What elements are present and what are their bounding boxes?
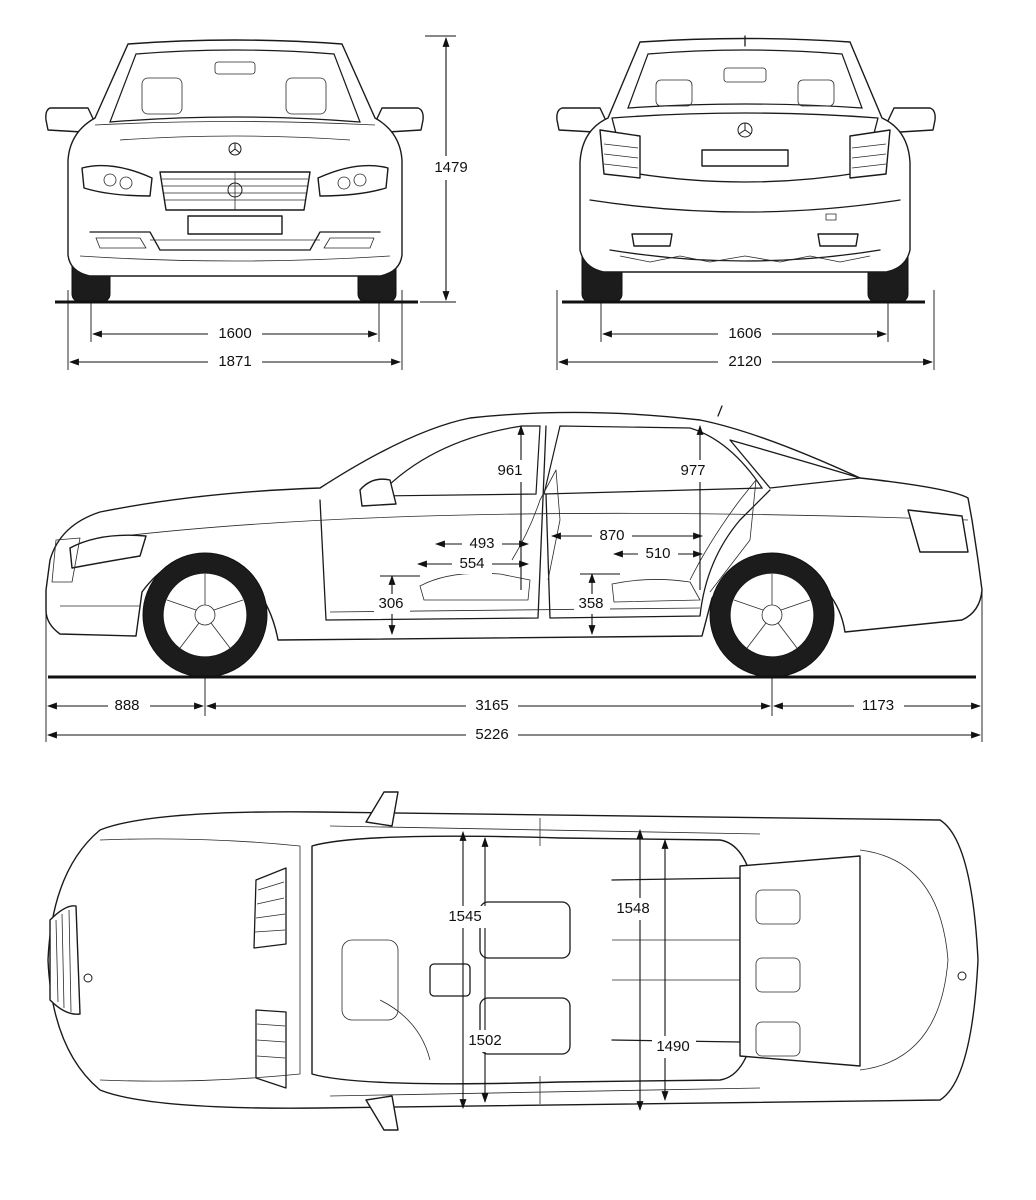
rear-seat-height-label: 358 xyxy=(578,595,603,612)
left-headlight xyxy=(81,164,153,197)
rear-shoulder-label: 1548 xyxy=(616,900,649,917)
rear-width-label: 2120 xyxy=(728,353,761,370)
side-view xyxy=(45,405,983,678)
front-seat-height-label: 306 xyxy=(378,595,403,612)
rear-headroom-label: 977 xyxy=(680,462,705,479)
top-grille xyxy=(49,905,81,1015)
side-front-rim xyxy=(162,572,248,658)
front-view xyxy=(45,39,424,303)
rear-mirror-right xyxy=(885,107,936,133)
side-taillight xyxy=(907,509,969,553)
front-shoulder-label: 1545 xyxy=(448,908,481,925)
front-legroom-label: 554 xyxy=(459,555,484,572)
wheelbase-label: 3165 xyxy=(475,697,508,714)
side-mirror xyxy=(359,478,397,507)
rear-seat-depth-label: 510 xyxy=(645,545,670,562)
front-plate xyxy=(187,215,283,235)
front-windshield xyxy=(109,49,361,123)
rear-overhang-label: 1173 xyxy=(862,697,894,714)
rear-view xyxy=(556,35,936,303)
side-headlight xyxy=(69,534,147,569)
front-seat-depth-label: 493 xyxy=(469,535,494,552)
exhaust-left xyxy=(631,233,673,247)
rear-window xyxy=(627,49,863,109)
front-track-label: 1600 xyxy=(218,325,251,342)
side-rear-rim xyxy=(729,572,815,658)
exhaust-right xyxy=(817,233,859,247)
top-mirror-right xyxy=(365,1095,399,1131)
rear-hip-label: 1490 xyxy=(656,1038,689,1055)
front-width-label: 1871 xyxy=(218,353,251,370)
front-overhang-label: 888 xyxy=(114,697,139,714)
front-hip-label: 1502 xyxy=(468,1032,501,1049)
front-headroom-label: 961 xyxy=(497,462,522,479)
length-label: 5226 xyxy=(475,726,508,743)
top-rear-window xyxy=(739,855,861,1067)
right-headlight xyxy=(317,164,389,197)
dimensions: 1600 1871 1479 1606 2120 961 977 493 554… xyxy=(45,35,983,1111)
top-mirror-left xyxy=(365,791,399,827)
right-taillight xyxy=(849,129,891,179)
rear-track-label: 1606 xyxy=(728,325,761,342)
top-view xyxy=(47,791,979,1131)
left-taillight xyxy=(599,129,641,179)
height-label: 1479 xyxy=(434,159,467,176)
seat-spacing-label: 870 xyxy=(599,527,624,544)
rear-plate xyxy=(701,149,789,167)
